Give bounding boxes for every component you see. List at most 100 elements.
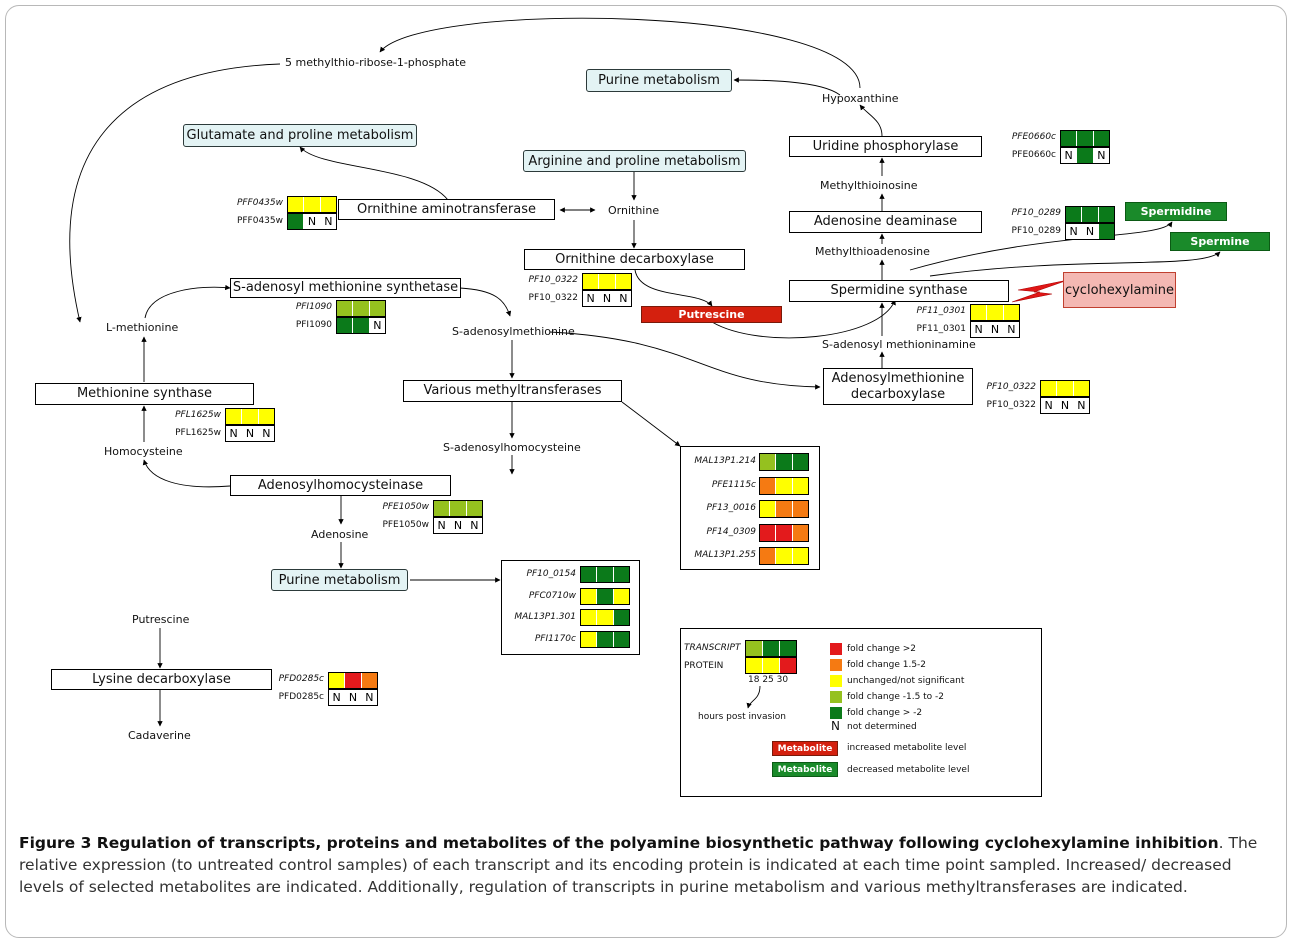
arrow-odc-to-putrescine <box>634 269 713 307</box>
expression-cell <box>581 567 597 582</box>
caption-figure-number: Figure 3 <box>19 834 92 852</box>
expression-cell <box>746 658 762 673</box>
legend-increased-text: increased metabolite level <box>847 743 967 753</box>
transcript-label-spds: PF11_0301 <box>916 306 966 316</box>
expression-cell: N <box>465 518 482 533</box>
expression-cell <box>775 477 792 494</box>
legend-swatch-yellow <box>830 675 842 687</box>
expression-cell: N <box>1066 224 1082 239</box>
metabolite-l-methionine: L-methionine <box>106 321 179 334</box>
expression-cell <box>596 588 613 604</box>
enzyme-adenosine-deaminase: Adenosine deaminase <box>789 211 982 233</box>
transcript-grid-upp <box>1060 130 1110 147</box>
expression-cell <box>303 197 320 212</box>
expression-cell <box>760 477 776 494</box>
expression-cell <box>760 548 776 564</box>
legend-item-text: fold change > -2 <box>847 708 923 718</box>
expression-cell <box>779 641 796 656</box>
inhibitor-cyclohexylamine: cyclohexylamine <box>1063 272 1176 308</box>
expression-cell <box>288 214 304 229</box>
expression-cell <box>583 274 599 289</box>
expression-cell <box>257 409 274 424</box>
purine-grid <box>580 609 630 626</box>
arrow-upp-to-hypoxanthine <box>859 104 883 137</box>
arrow-hypoxanthine-to-purine <box>733 77 841 96</box>
expression-cell <box>775 524 792 541</box>
metabolite-hypoxanthine: Hypoxanthine <box>822 92 899 105</box>
enzyme-sam-synthetase: S-adenosyl methionine synthetase <box>230 278 461 298</box>
enzyme-various-methyltransferases: Various methyltransferases <box>403 380 622 402</box>
transcript-label-sahh: PFE1050w <box>382 502 429 512</box>
arrow-spds-to-spermine <box>929 251 1221 277</box>
purine-genes-panel <box>501 560 640 655</box>
legend-nd-text: not determined <box>847 722 917 732</box>
expression-cell <box>762 658 779 673</box>
transcript-grid-odc <box>582 273 632 290</box>
expression-cell: N <box>1056 398 1073 413</box>
legend-swatch-dark_green <box>830 707 842 719</box>
transcript-grid-spds <box>970 304 1020 321</box>
pathway-arginine-proline[interactable]: Arginine and proline metabolism <box>523 150 746 172</box>
purine-label: PFC0710w <box>528 590 576 601</box>
legend-nd-symbol: N <box>831 719 840 733</box>
enzyme-ornithine-aminotransferase: Ornithine aminotransferase <box>338 199 555 220</box>
transcript-grid-ms <box>225 408 275 425</box>
expression-cell <box>775 501 792 517</box>
purine-grid <box>580 630 630 648</box>
legend-item-text: fold change >2 <box>847 644 916 654</box>
arrow-hypoxanthine-to-mtr1p <box>379 17 861 89</box>
protein-grid-sams: N <box>336 317 386 334</box>
expression-cell <box>760 454 776 470</box>
pathway-glutamate-proline[interactable]: Glutamate and proline metabolism <box>183 124 417 147</box>
expression-cell: N <box>319 214 336 229</box>
expression-cell <box>360 673 377 688</box>
arrow-vmt-to-mt-panel <box>621 401 681 447</box>
enzyme-adenosylhomocysteinase: Adenosylhomocysteinase <box>230 475 451 496</box>
mt-grid <box>759 453 809 471</box>
expression-cell <box>791 477 808 494</box>
mt-grid <box>759 500 809 518</box>
protein-label-ms: PFL1625w <box>175 428 221 438</box>
expression-cell <box>598 274 615 289</box>
expression-cell: N <box>598 291 615 306</box>
protein-label-ada: PF10_0289 <box>1011 226 1061 236</box>
expression-cell <box>1092 131 1109 146</box>
expression-cell <box>368 301 385 316</box>
expression-cell <box>1072 381 1089 396</box>
transcript-label-oat: PFF0435w <box>236 198 283 208</box>
legend-metabolite-increased-swatch: Metabolite <box>772 741 838 756</box>
mt-label: PF14_0309 <box>706 526 756 537</box>
arrow-sahh-to-homocysteine <box>142 459 231 488</box>
protein-label-ldc: PFD0285c <box>278 692 324 702</box>
expression-cell <box>1066 207 1082 222</box>
mt-grid <box>759 523 809 542</box>
adomet-dc-line1: Adenosylmethionine <box>831 370 965 386</box>
expression-cell <box>760 524 776 541</box>
expression-cell <box>581 610 597 625</box>
expression-cell <box>791 454 808 470</box>
pathway-purine-top[interactable]: Purine metabolism <box>586 69 732 92</box>
protein-label-sahh: PFE1050w <box>382 520 429 530</box>
enzyme-lysine-decarboxylase: Lysine decarboxylase <box>51 669 272 690</box>
expression-cell <box>1041 381 1057 396</box>
pathway-purine-bottom[interactable]: Purine metabolism <box>271 569 408 591</box>
mt-grid <box>759 547 809 565</box>
expression-cell: N <box>614 291 631 306</box>
expression-cell <box>760 501 776 517</box>
legend-item-text: unchanged/not significant <box>847 676 965 686</box>
purine-label: PF10_0154 <box>526 569 576 579</box>
expression-cell: N <box>368 318 385 333</box>
expression-cell <box>1056 381 1073 396</box>
transcript-grid-sahh <box>433 500 483 517</box>
purine-grid <box>580 587 630 605</box>
legend-transcript-label: TRANSCRIPT <box>684 643 741 653</box>
expression-cell <box>1076 148 1093 163</box>
metabolite-putrescine: Putrescine <box>132 613 190 626</box>
transcript-label-ms: PFL1625w <box>175 410 221 420</box>
pathway-arrows <box>69 17 1221 727</box>
expression-cell: N <box>971 322 987 337</box>
